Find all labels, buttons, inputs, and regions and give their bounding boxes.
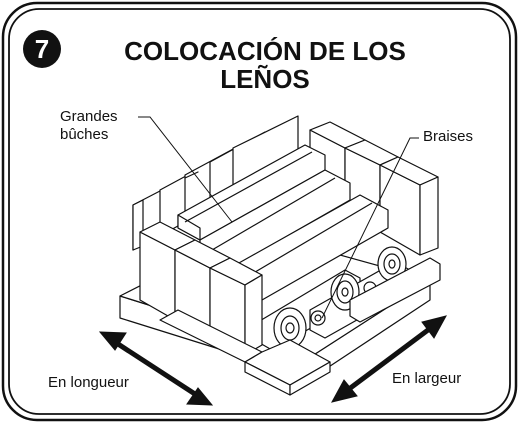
fireplace-illustration (119, 115, 441, 396)
front-base-bricks (159, 257, 441, 396)
leader-line-grandes-buches (138, 116, 233, 223)
label-grandes: Grandes (60, 108, 118, 125)
label-en-largeur: En largeur (392, 370, 462, 387)
step-number-badge: 7 (23, 30, 61, 68)
leader-line-braises (321, 137, 419, 319)
arrow-en-largeur (331, 315, 447, 403)
label-buches: bûches (60, 126, 109, 143)
label-en-longueur: En longueur (48, 374, 129, 391)
section-title-line-2: LEÑOS (220, 64, 310, 94)
arrow-en-longueur (98, 331, 214, 406)
section-title-line-1: COLOCACIÓN DE LOS (124, 36, 406, 66)
inner-frame (8, 8, 511, 415)
label-braises: Braises (423, 128, 474, 145)
